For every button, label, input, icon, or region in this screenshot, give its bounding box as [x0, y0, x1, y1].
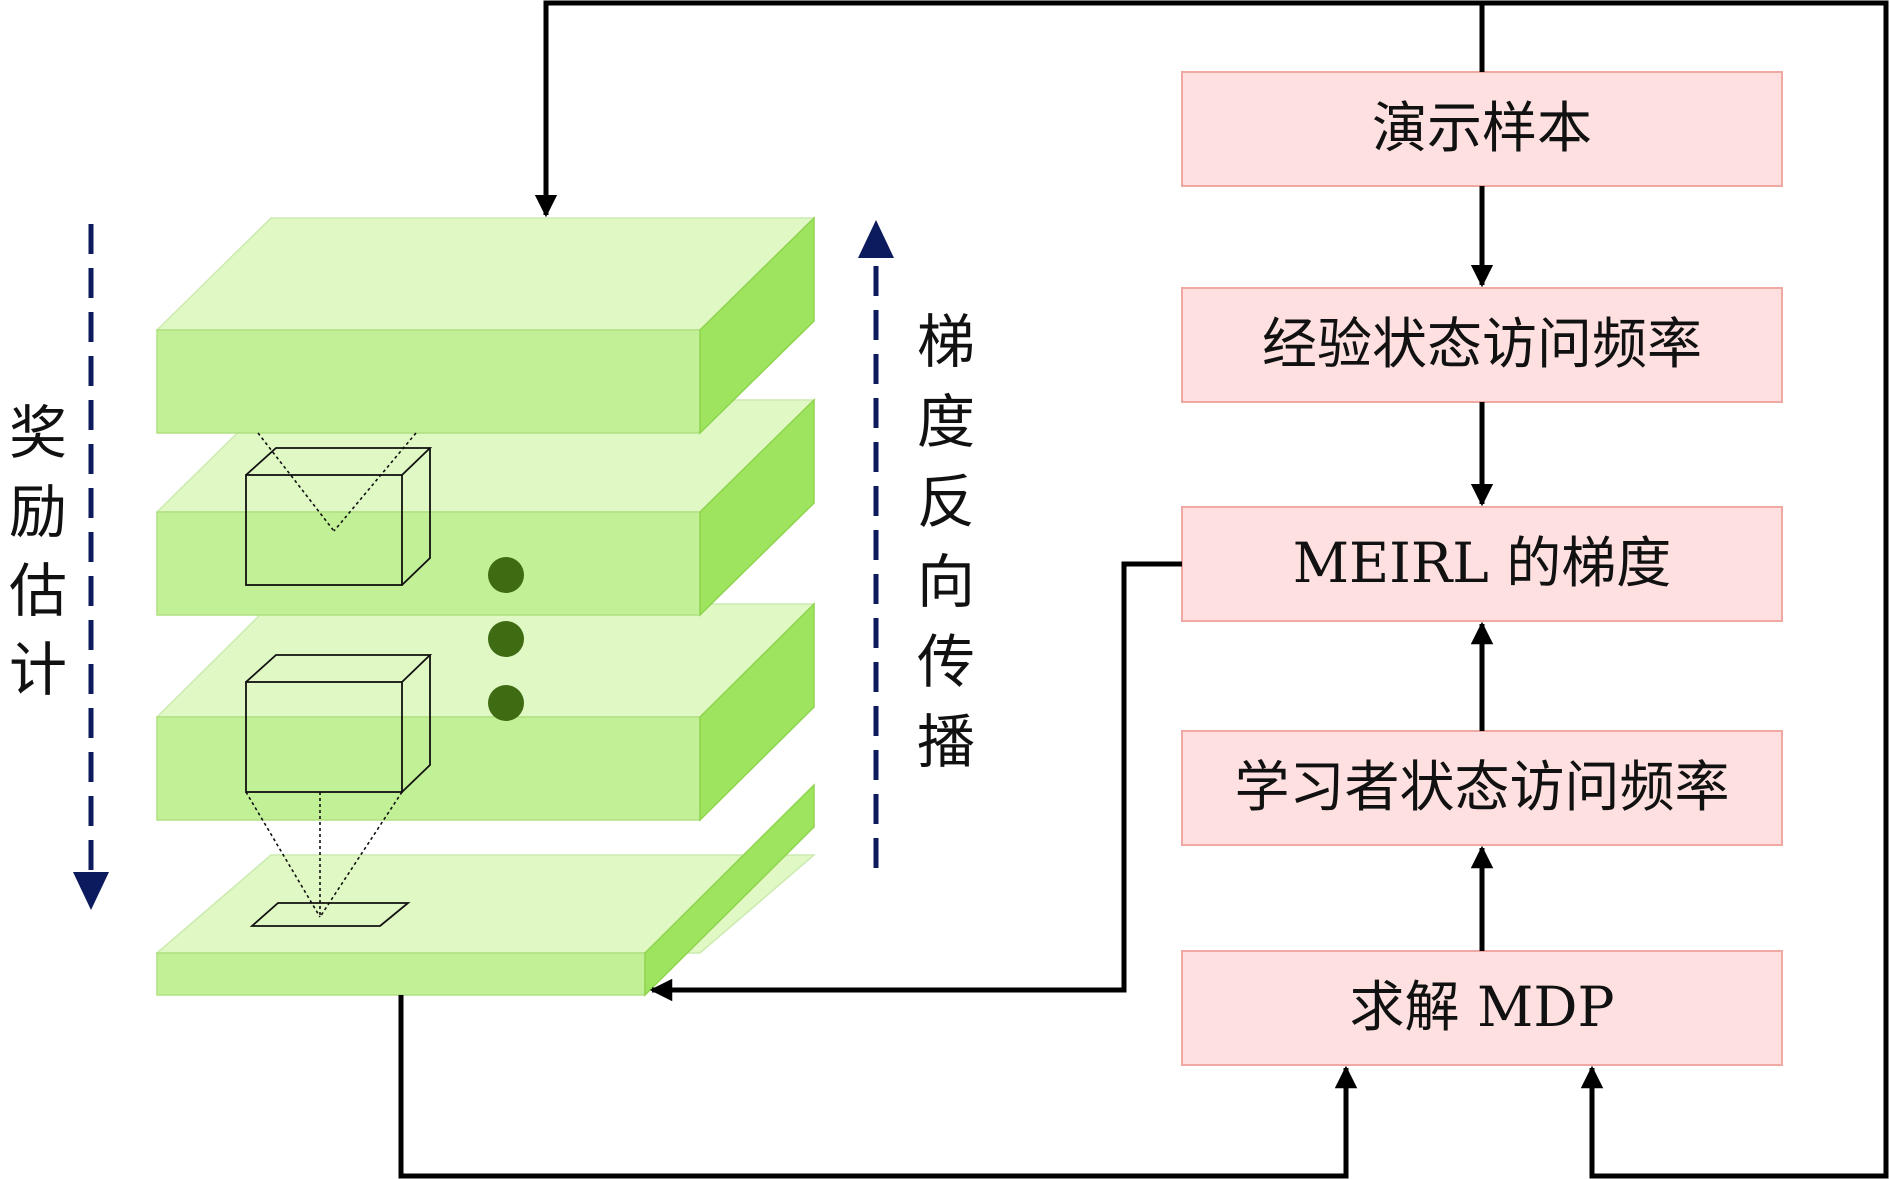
dashed-up-arrow-icon: [858, 220, 894, 868]
network-layer-4: [154, 783, 817, 997]
arrow-network-to-solve: [398, 995, 1358, 1179]
box-demo-samples-label: 演示样本: [1372, 96, 1592, 160]
box-meirl-gradient: MEIRL 的梯度: [1181, 506, 1783, 622]
box-empirical-visitation: 经验状态访问频率: [1181, 287, 1783, 403]
gradient-backprop-char: 梯: [917, 308, 975, 376]
box-learner-visitation-label: 学习者状态访问频率: [1234, 755, 1729, 819]
dashed-down-arrow-icon: [73, 224, 109, 910]
arrow-loop-to-network-top: [534, 0, 1485, 218]
network-layer-3: [155, 602, 816, 822]
box-empirical-visitation-label: 经验状态访问频率: [1262, 312, 1702, 376]
box-demo-samples: 演示样本: [1181, 71, 1783, 187]
box-meirl-gradient-label: MEIRL 的梯度: [1293, 531, 1672, 595]
arrow-loop-to-solve-right: [1482, 0, 1889, 1179]
gradient-backprop-char: 反: [917, 468, 975, 536]
reward-estimation-char: 计: [9, 636, 67, 704]
flow-boxes: 演示样本 经验状态访问频率 MEIRL 的梯度 学习者状态访问频率 求解 MDP: [1181, 71, 1783, 1066]
box-learner-visitation: 学习者状态访问频率: [1181, 730, 1783, 846]
network-stack: [154, 216, 817, 997]
gradient-backprop-label: 梯 度 反 向 传 播: [917, 308, 975, 776]
kernel-cube-upper: [245, 432, 433, 586]
gradient-backprop-char: 播: [917, 708, 975, 776]
ellipsis-dots-icon: [488, 557, 524, 721]
reward-estimation-char: 估: [9, 557, 67, 625]
gradient-backprop-char: 传: [917, 628, 975, 696]
arrow-gradient-to-network: [649, 561, 1182, 1002]
box-solve-mdp-label: 求解 MDP: [1350, 975, 1615, 1039]
network-layer-1: [155, 216, 816, 435]
gradient-backprop-char: 向: [917, 548, 975, 616]
reward-estimation-char: 励: [9, 478, 67, 546]
kernel-cube-lower: [245, 654, 433, 927]
gradient-backprop-char: 度: [917, 388, 975, 456]
reward-estimation-char: 奖: [9, 399, 67, 467]
reward-estimation-label: 奖 励 估 计: [9, 399, 67, 704]
box-solve-mdp: 求解 MDP: [1181, 950, 1783, 1066]
connectors: [398, 0, 1889, 1179]
